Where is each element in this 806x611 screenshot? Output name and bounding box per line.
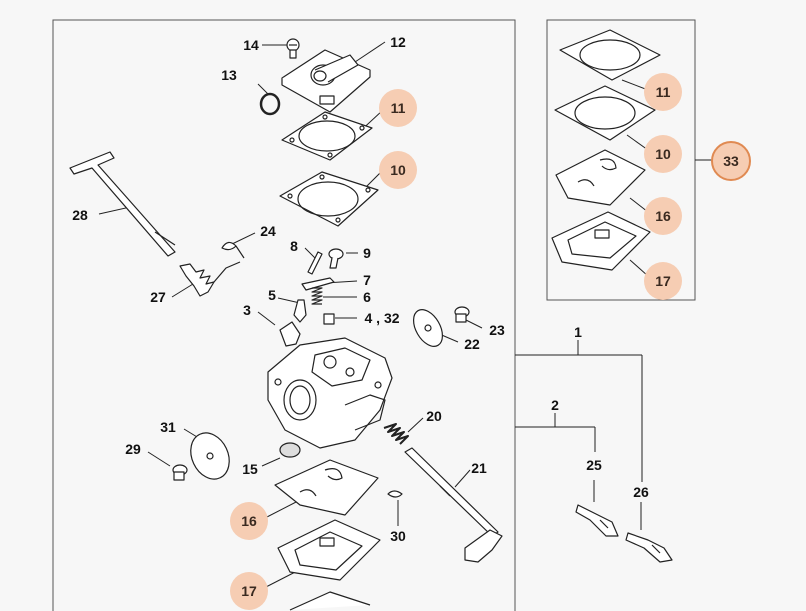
kit-part-11 <box>559 29 661 81</box>
part-screw-14 <box>286 38 300 59</box>
callout-12[interactable]: 12 <box>390 34 406 50</box>
badge-11 <box>379 89 417 127</box>
part-valve-22 <box>412 309 444 347</box>
part-pin-8 <box>307 251 323 275</box>
callout-7[interactable]: 7 <box>363 272 371 288</box>
kit-part-10 <box>554 85 656 141</box>
callout-kit-33[interactable]: 33 <box>723 153 739 169</box>
callout-30[interactable]: 30 <box>390 528 406 544</box>
part-needle-5 <box>293 299 307 323</box>
part-screw-9 <box>328 248 344 269</box>
callout-28[interactable]: 28 <box>72 207 88 223</box>
callout-13[interactable]: 13 <box>221 67 237 83</box>
part-gasket-17 <box>277 519 381 581</box>
part-shaft-21 <box>404 447 503 563</box>
callout-14[interactable]: 14 <box>243 37 259 53</box>
callout-29[interactable]: 29 <box>125 441 141 457</box>
part-shaft-28 <box>69 151 176 257</box>
part-fitting-3 <box>279 321 301 347</box>
part-jet-25 <box>575 504 619 537</box>
part-screw-29 <box>172 464 188 481</box>
part-lever-7 <box>301 277 335 291</box>
badge-kit-16 <box>644 197 682 235</box>
callout-21[interactable]: 21 <box>471 460 487 476</box>
badge-16 <box>230 502 268 540</box>
badge-kit-17 <box>644 262 682 300</box>
callout-9[interactable]: 9 <box>363 245 371 261</box>
badge-17 <box>230 572 268 610</box>
part-clip-24 <box>221 241 245 259</box>
part-screw-23 <box>454 306 470 323</box>
callout-16[interactable]: 16 <box>241 513 257 529</box>
part-spring-27 <box>179 261 241 297</box>
callout-20[interactable]: 20 <box>426 408 442 424</box>
callout-10[interactable]: 10 <box>390 162 406 178</box>
callout-17[interactable]: 17 <box>241 583 257 599</box>
callout-15[interactable]: 15 <box>242 461 258 477</box>
callout-26[interactable]: 26 <box>633 484 649 500</box>
callout-4-32[interactable]: 4 , 32 <box>364 310 400 326</box>
part-spring-6 <box>311 287 323 305</box>
callout-24[interactable]: 24 <box>260 223 276 239</box>
callout-8[interactable]: 8 <box>290 238 298 254</box>
callout-22[interactable]: 22 <box>464 336 480 352</box>
part-jet-26 <box>625 532 673 563</box>
part-disc-31 <box>190 432 230 480</box>
callout-kit-16[interactable]: 16 <box>655 208 671 224</box>
callout-31[interactable]: 31 <box>160 419 176 435</box>
part-cover-12 <box>281 49 371 113</box>
part-screen-15 <box>279 442 301 458</box>
kit-part-16 <box>555 149 646 206</box>
badge-10 <box>379 151 417 189</box>
callout-1[interactable]: 1 <box>574 324 582 340</box>
callout-kit-11[interactable]: 11 <box>655 84 671 100</box>
main-frame <box>52 19 516 611</box>
part-gasket-10 <box>279 171 379 227</box>
part-clip-30 <box>387 490 403 498</box>
callout-27[interactable]: 27 <box>150 289 166 305</box>
callout-5[interactable]: 5 <box>268 287 276 303</box>
badge-kit-10 <box>644 135 682 173</box>
part-spring-20 <box>383 423 409 445</box>
part-carburetor-body <box>267 337 393 449</box>
part-diaphragm-16 <box>274 459 379 516</box>
callout-3[interactable]: 3 <box>243 302 251 318</box>
callout-25[interactable]: 25 <box>586 457 602 473</box>
badge-kit-11 <box>644 73 682 111</box>
callout-2[interactable]: 2 <box>551 397 559 413</box>
callout-kit-17[interactable]: 17 <box>655 273 671 289</box>
callout-kit-10[interactable]: 10 <box>655 146 671 162</box>
callout-23[interactable]: 23 <box>489 322 505 338</box>
part-plug-4-32 <box>323 313 335 325</box>
callout-6[interactable]: 6 <box>363 289 371 305</box>
part-oring-13 <box>259 92 281 116</box>
badge-kit-33 <box>711 141 751 181</box>
kit-part-17 <box>551 211 651 271</box>
callout-11[interactable]: 11 <box>390 100 406 116</box>
part-diaphragm-11 <box>281 111 373 161</box>
